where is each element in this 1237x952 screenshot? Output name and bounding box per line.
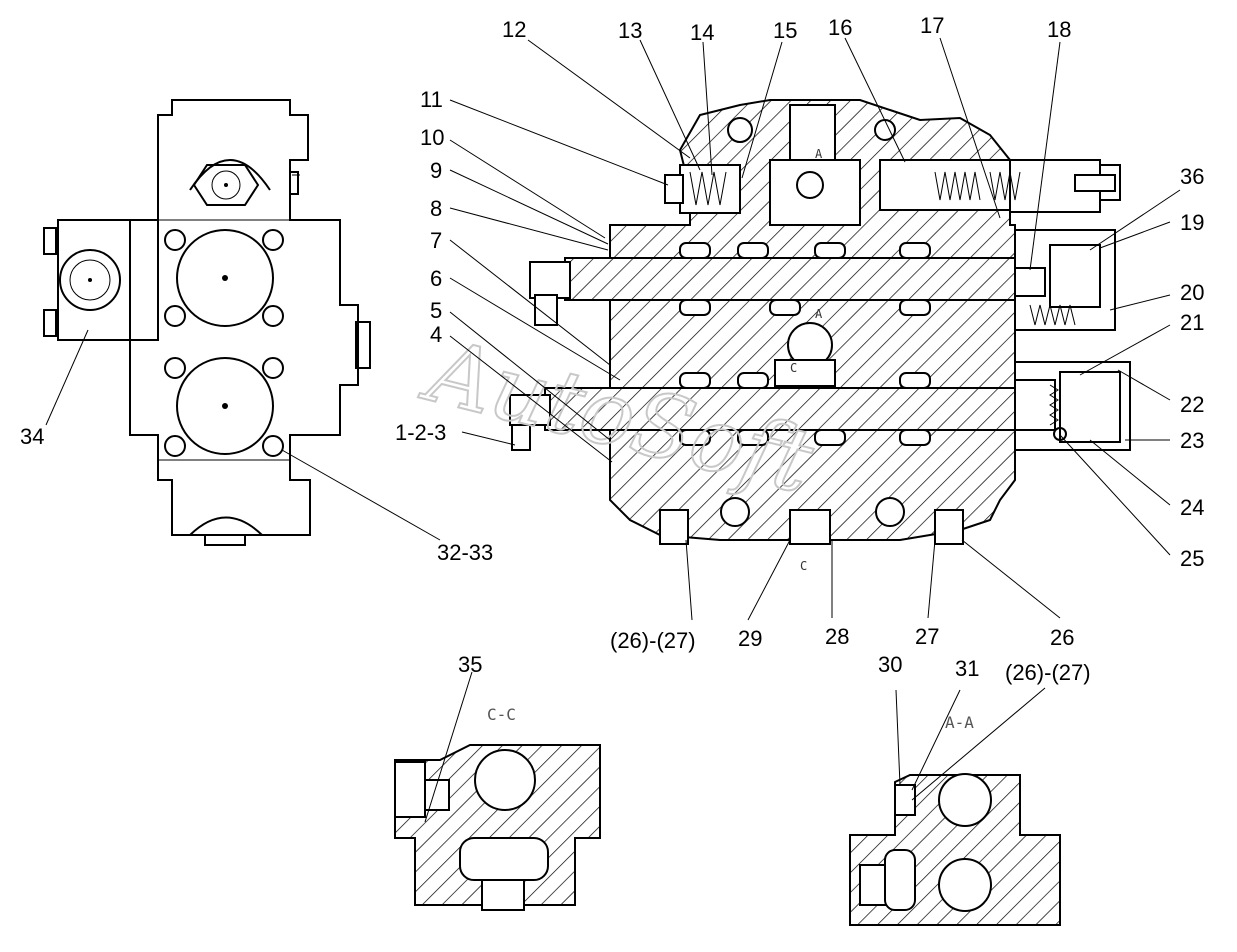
callout-6: 6 bbox=[430, 266, 442, 291]
callout-34: 34 bbox=[20, 424, 44, 449]
section-c-c-view bbox=[394, 744, 601, 911]
side-view bbox=[43, 99, 371, 546]
callout-11: 11 bbox=[420, 87, 443, 112]
callout-31: 31 bbox=[955, 656, 979, 681]
section-c-mid-marker: C bbox=[790, 361, 797, 375]
section-c-bottom-marker: C bbox=[800, 559, 807, 573]
callout-18: 18 bbox=[1047, 17, 1071, 42]
callout-23: 23 bbox=[1180, 428, 1204, 453]
a-a-upper-bore bbox=[938, 773, 992, 827]
callout-28: 28 bbox=[825, 624, 849, 649]
lower-flange-circle bbox=[176, 357, 274, 455]
callout-16: 16 bbox=[828, 15, 852, 40]
main-section-view: A A C C bbox=[509, 99, 1131, 573]
lower-spool bbox=[544, 387, 1016, 431]
callout-15: 15 bbox=[773, 18, 797, 43]
callout-21: 21 bbox=[1180, 310, 1204, 335]
callout-14: 14 bbox=[690, 20, 714, 45]
callout-labels: 12 13 14 15 16 17 18 11 10 9 8 7 6 5 4 1… bbox=[20, 13, 1204, 685]
c-c-bore bbox=[474, 749, 536, 811]
callout-8: 8 bbox=[430, 196, 442, 221]
a-a-lower-bore bbox=[938, 858, 992, 912]
section-a-top-marker: A bbox=[815, 147, 823, 161]
callout-26-27-main: (26)-(27) bbox=[610, 628, 696, 653]
section-a-a-view bbox=[849, 773, 1061, 926]
left-port-fitting bbox=[59, 249, 121, 311]
leader-lines bbox=[45, 37, 1181, 823]
callout-1-2-3: 1-2-3 bbox=[395, 420, 446, 445]
callout-32-33: 32-33 bbox=[437, 540, 493, 565]
callout-5: 5 bbox=[430, 298, 442, 323]
upper-flange-circle bbox=[176, 229, 274, 327]
callout-17: 17 bbox=[920, 13, 944, 38]
callout-13: 13 bbox=[618, 18, 642, 43]
callout-26: 26 bbox=[1050, 625, 1074, 650]
section-a-a-title: A-A bbox=[945, 713, 974, 732]
callout-24: 24 bbox=[1180, 495, 1204, 520]
callout-19: 19 bbox=[1180, 210, 1204, 235]
callout-20: 20 bbox=[1180, 280, 1204, 305]
section-c-c-title: C-C bbox=[487, 705, 516, 724]
callout-35: 35 bbox=[458, 652, 482, 677]
callout-4: 4 bbox=[430, 322, 442, 347]
callout-36: 36 bbox=[1180, 164, 1204, 189]
callout-12: 12 bbox=[502, 17, 526, 42]
section-a-mid-marker: A bbox=[815, 307, 823, 321]
callout-26-27-section: (26)-(27) bbox=[1005, 660, 1091, 685]
callout-29: 29 bbox=[738, 626, 762, 651]
callout-27: 27 bbox=[915, 624, 939, 649]
callout-30: 30 bbox=[878, 652, 902, 677]
callout-10: 10 bbox=[420, 125, 444, 150]
callout-25: 25 bbox=[1180, 546, 1204, 571]
hex-plug-top bbox=[192, 164, 260, 206]
upper-spool bbox=[564, 257, 1016, 301]
callout-7: 7 bbox=[430, 228, 442, 253]
callout-9: 9 bbox=[430, 158, 442, 183]
callout-22: 22 bbox=[1180, 392, 1204, 417]
